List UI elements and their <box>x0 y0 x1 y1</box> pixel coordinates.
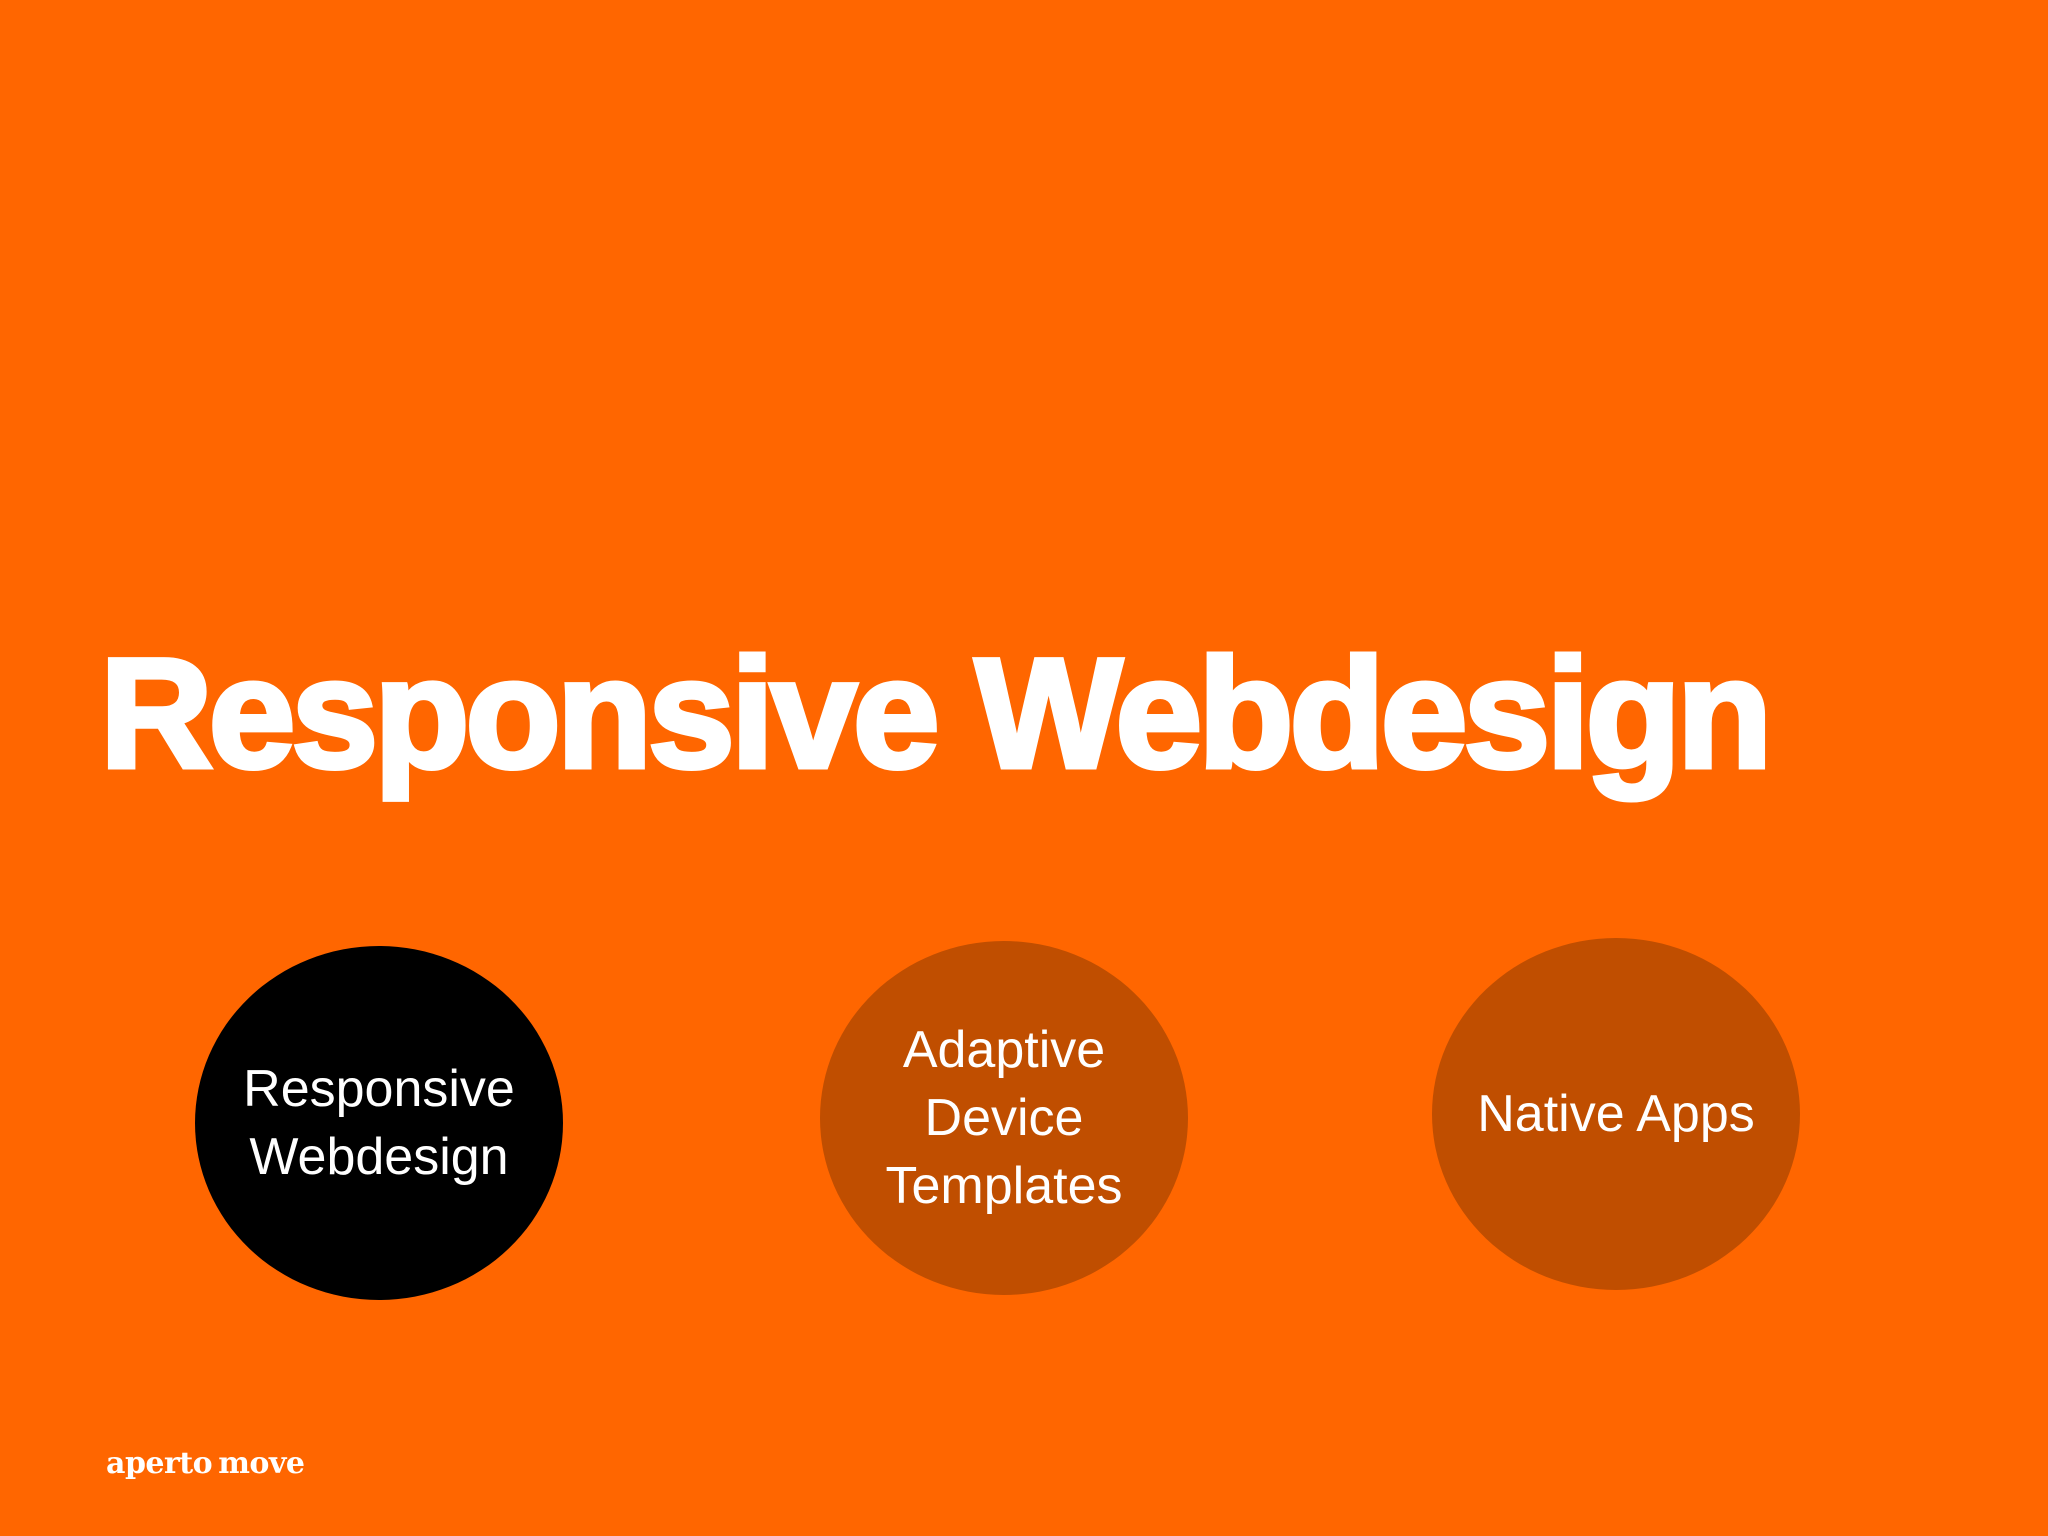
option-label-line: Templates <box>885 1157 1123 1215</box>
option-label-line: Adaptive <box>902 1021 1106 1079</box>
logo-part-aperto: aperto <box>106 1446 213 1481</box>
aperto-move-logo: aperto move <box>106 1446 305 1481</box>
option-label-line: Responsive <box>243 1060 515 1118</box>
option-label: Adaptive Device Templates <box>886 1016 1123 1220</box>
slide-title: Responsive Webdesign <box>97 627 1774 801</box>
option-circle-responsive-webdesign: Responsive Webdesign <box>195 946 563 1300</box>
option-label-line: Webdesign <box>249 1128 509 1186</box>
option-circle-native-apps: Native Apps <box>1432 938 1800 1290</box>
option-circle-adaptive-device-templates: Adaptive Device Templates <box>820 941 1188 1295</box>
option-label-line: Native Apps <box>1477 1085 1755 1143</box>
option-label: Responsive Webdesign <box>243 1055 515 1191</box>
option-label: Native Apps <box>1477 1080 1755 1148</box>
logo-part-move: move <box>218 1446 305 1481</box>
option-label-line: Device <box>924 1089 1084 1147</box>
